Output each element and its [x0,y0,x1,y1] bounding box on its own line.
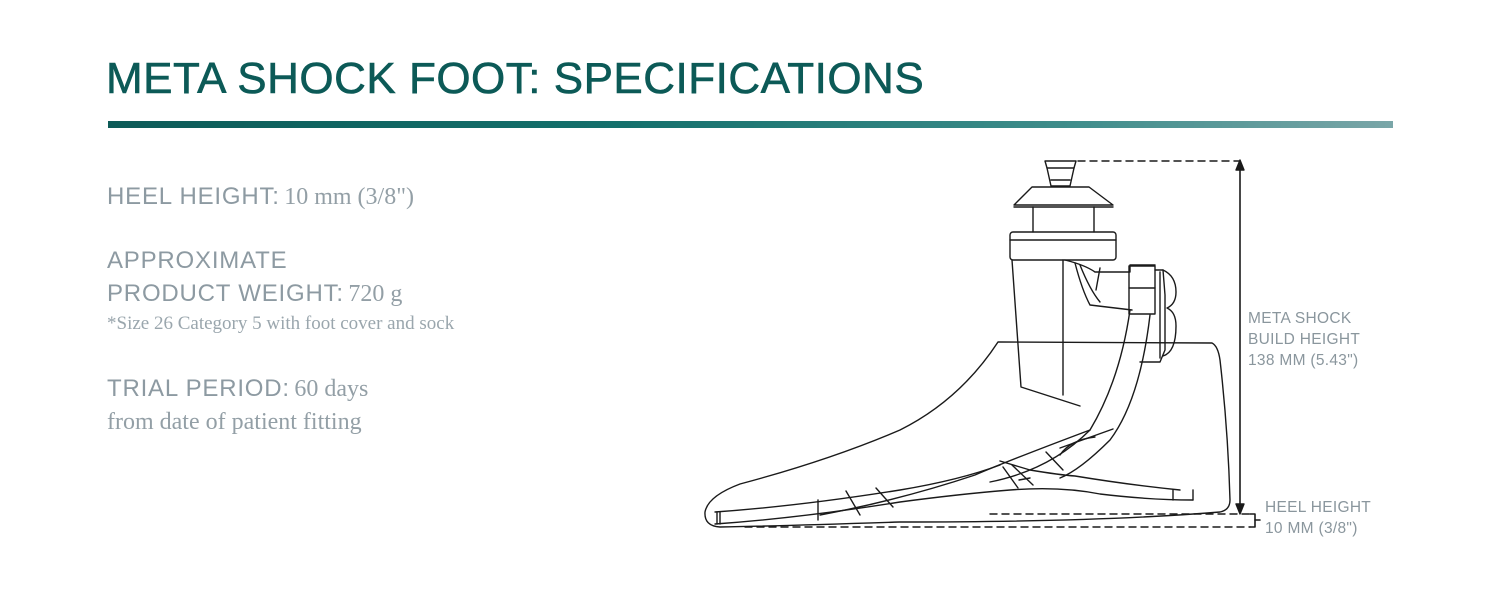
title-divider [108,121,1393,128]
spec-label: APPROXIMATE [107,247,288,274]
spec-heel-height: HEEL HEIGHT: 10 mm (3/8") [107,180,414,214]
spring-blade [819,309,1181,516]
spec-value: 60 days [294,376,369,402]
spec-footnote: *Size 26 Category 5 with foot cover and … [107,313,455,334]
keel-plate [714,464,1194,525]
build-height-label-line: BUILD HEIGHT [1248,331,1361,348]
spec-value-continued: from date of patient fitting [107,409,362,435]
shock-module [1011,259,1177,407]
build-height-value: 138 MM (5.43") [1248,352,1359,369]
build-height-label: META SHOCK BUILD HEIGHT 138 MM (5.43") [1248,308,1360,371]
heel-height-value: 10 MM (3/8") [1265,520,1358,537]
spec-label: TRIAL PERIOD: [107,375,290,402]
spec-product-weight: APPROXIMATE PRODUCT WEIGHT: 720 g *Size … [107,244,454,337]
heel-height-label: HEEL HEIGHT 10 MM (3/8") [1265,497,1371,539]
foot-cover-outline [704,341,1231,528]
spec-value: 10 mm (3/8") [284,184,414,210]
spec-label: PRODUCT WEIGHT: [107,280,344,307]
heel-height-label-line: HEEL HEIGHT [1265,499,1372,516]
heel-height-dimension [744,513,1261,528]
build-height-dimension [1077,159,1245,515]
spec-value: 720 g [348,281,403,307]
pyramid-adapter [1009,160,1117,261]
spec-trial-period: TRIAL PERIOD: 60 days from date of patie… [107,372,368,439]
page-title: META SHOCK FOOT: SPECIFICATIONS [106,54,925,104]
build-height-label-line: META SHOCK [1248,310,1352,327]
spec-label: HEEL HEIGHT: [107,183,280,210]
